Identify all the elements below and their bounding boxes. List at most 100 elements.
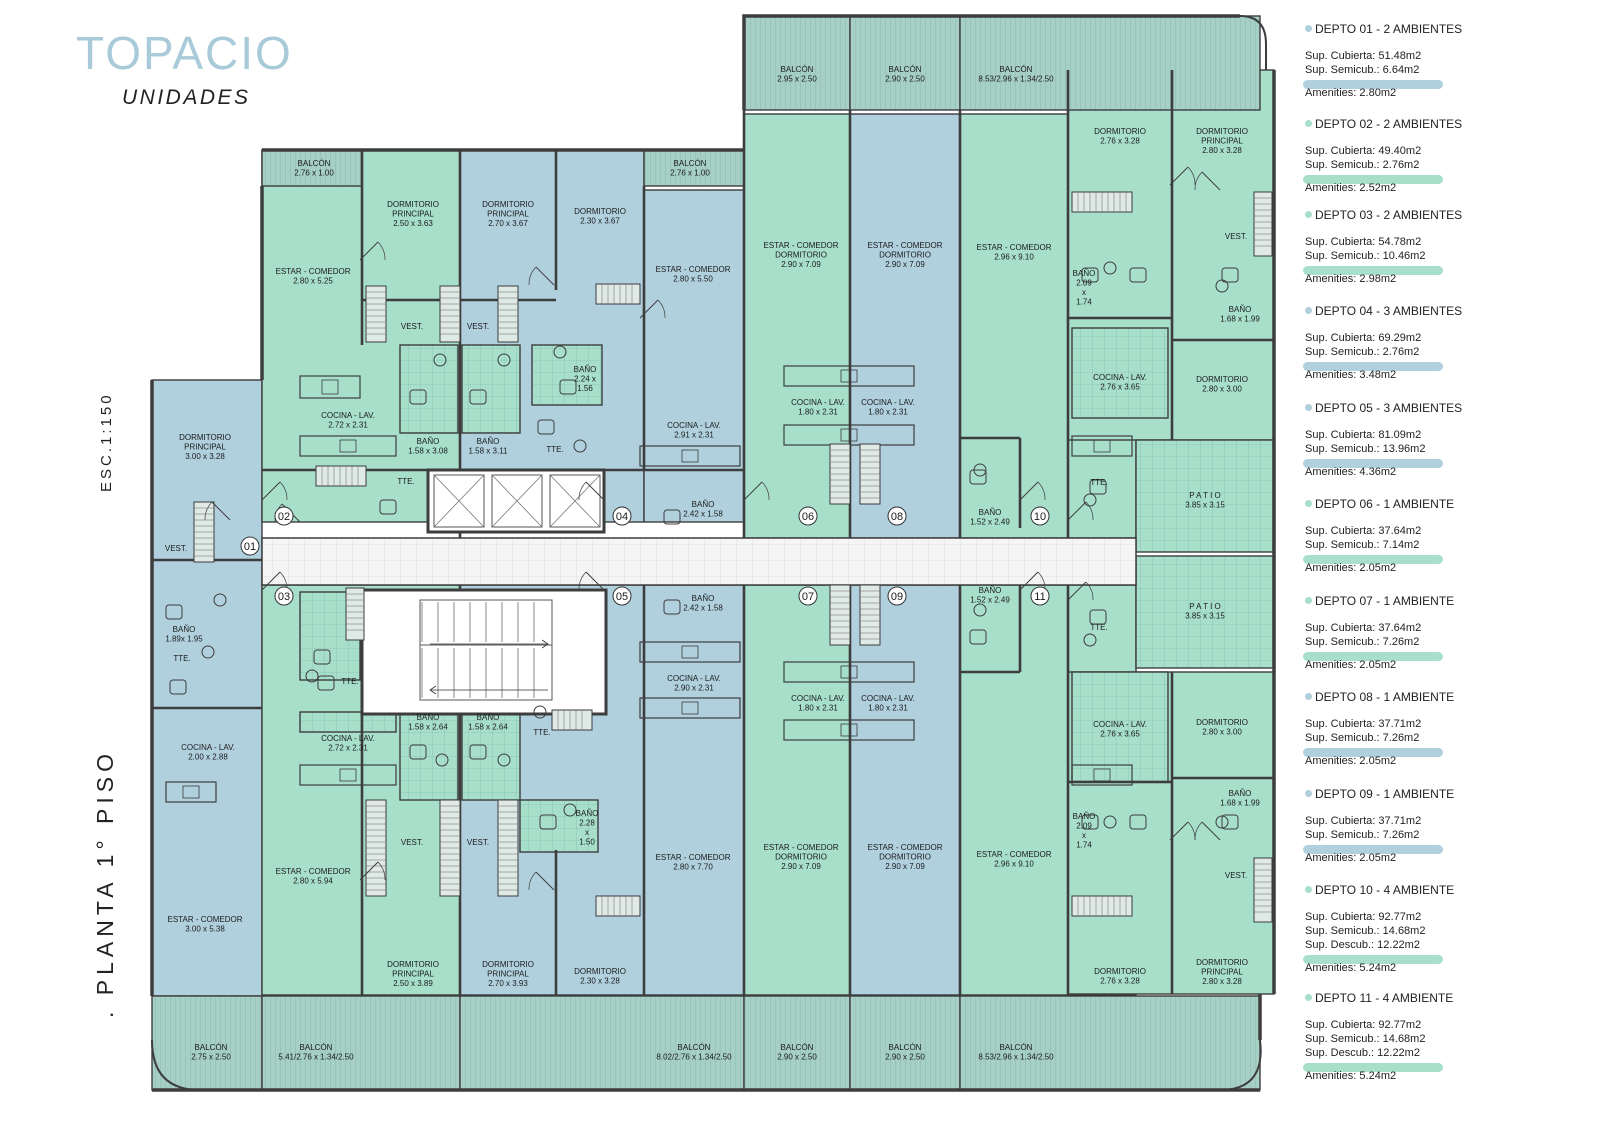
legend-area-line: Sup. Semicub.: 13.96m2 [1305,443,1426,455]
room-label: VEST. [467,838,489,847]
legend-area-line: Sup. Cubierta: 37.71m2 [1305,815,1422,827]
room-label-line: ESTAR - COMEDOR [868,241,943,250]
room-label-line: ESTAR - COMEDOR [977,243,1052,252]
room-label-line: 2.80 x 5.94 [293,877,333,886]
legend-area-line: Sup. Cubierta: 51.48m2 [1305,50,1422,62]
legend-color-bar [1303,555,1443,564]
legend-unit-title: DEPTO 10 - 4 AMBIENTE [1305,883,1454,897]
room-label-line: DORMITORIO [387,960,439,969]
unit-tag-circle [798,506,818,526]
door-swing [578,481,587,501]
unit-tag-circle [274,586,294,606]
sink [681,449,699,463]
room-label-line: TTE. [341,677,358,686]
door [1201,171,1221,191]
room-label-line: 2.70 x 3.67 [488,219,528,228]
washbasin [973,463,987,477]
door [535,266,555,286]
door-swing [204,501,213,521]
room-label-line: BALCÓN [1000,65,1033,74]
closet [1253,857,1273,923]
room-label-line: ESTAR - COMEDOR [168,915,243,924]
toilet [165,604,183,620]
room-label-line: 8.53/2.96 x 1.34/2.50 [978,1053,1054,1062]
unit-tag-circle [274,506,294,526]
sink [1093,439,1111,453]
room-label-line: 2.80 x 7.70 [673,863,713,872]
legend-color-bar [1303,748,1443,757]
room-label-line: BALCÓN [889,65,922,74]
door [261,571,281,591]
room-label-line: 2.90 x 7.09 [781,260,821,269]
room-label-line: BAÑO [173,625,196,634]
room-shape [1071,671,1169,783]
room-label-line: BALCÓN [195,1043,228,1052]
unit-tag: 09 [891,591,903,603]
unit-tag-circle [887,586,907,606]
room-label-line: 2.96 x 9.10 [994,253,1034,262]
room-label: TTE. [1090,478,1107,487]
legend-color-bar [1303,1063,1443,1072]
closet [497,285,519,343]
room-shape [151,379,263,997]
toilet [1089,479,1107,495]
room-label-line: BAÑO [574,365,597,374]
room-label-line: 1.68 x 1.99 [1220,315,1260,324]
legend-area-line: Sup. Semicub.: 7.14m2 [1305,539,1420,551]
door [535,871,555,891]
unit-tag: 01 [244,541,256,553]
room-label-line: 1.80 x 2.31 [798,704,838,713]
room-label-line: 2.80 x 3.00 [1202,385,1242,394]
door [1201,821,1221,841]
corridor [261,537,1137,586]
legend-area-line: Sup. Descub.: 12.22m2 [1305,939,1420,951]
legend-unit-name: DEPTO 04 - 3 AMBIENTES [1315,304,1463,318]
washbasin [1103,815,1117,829]
door-swing [528,266,537,286]
room-label-line: COCINA - LAV. [321,734,375,743]
unit-tag: 11 [1034,591,1045,603]
legend-color-bar [1303,459,1443,468]
counter [639,445,741,467]
sink [1093,768,1111,782]
room-label-line: 3.85 x 3.15 [1185,501,1225,510]
legend-unit-name: DEPTO 05 - 3 AMBIENTES [1315,401,1463,415]
legend-unit-name: DEPTO 11 - 4 AMBIENTE [1315,991,1454,1005]
washbasin [573,439,587,453]
legend-area-line: Sup. Cubierta: 54.78m2 [1305,236,1422,248]
room-label-line: 1.50 [579,838,595,847]
legend-amenities: Amenities: 2.05m2 [1305,755,1397,767]
room-label-line: 2.90 x 7.09 [781,862,821,871]
room-shape [1071,327,1169,419]
closet [439,285,461,343]
room-label-line: ESTAR - COMEDOR [276,867,351,876]
room-label-line: COCINA - LAV. [791,694,845,703]
room-label-line: 2.42 x 1.58 [683,510,723,519]
room-label-line: BAÑO [477,437,500,446]
room-label: VEST. [401,322,423,331]
room-label-line: 2.76 x 3.28 [1100,137,1140,146]
washbasin [973,603,987,617]
room-label-line: BALCÓN [674,159,707,168]
door-swing [377,241,386,261]
room-label-line: DORMITORIO [1196,127,1248,136]
legend-area-line: Sup. Semicub.: 10.46m2 [1305,250,1426,262]
toilet [409,744,427,760]
room-label-line: 3.00 x 5.38 [185,925,225,934]
room-shape [643,149,745,187]
toilet [379,499,397,515]
exterior-wall [1219,1039,1262,1091]
